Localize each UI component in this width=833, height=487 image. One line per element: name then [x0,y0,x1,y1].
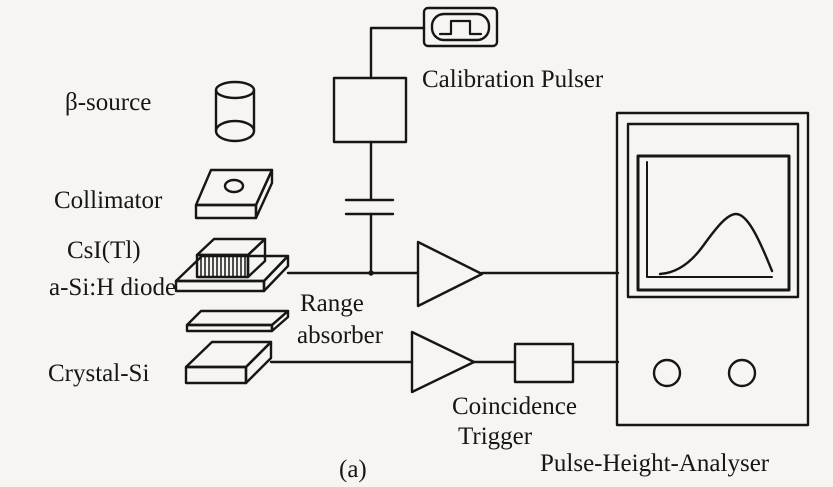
range-label: Range [300,290,364,317]
collimator-block [194,168,274,220]
lower-amplifier-icon [410,330,476,394]
pulser-generator-icon [422,6,499,48]
collimator-label: Collimator [54,187,163,214]
junction-dot [368,270,374,276]
beta-source-cylinder-icon [214,80,256,143]
coincidence-label: Coincidence [452,393,577,420]
upper-amplifier-icon [416,240,484,308]
trigger-label: Trigger [458,423,533,450]
capacitor-icon [344,198,395,216]
beta-source-label: β-source [65,89,152,116]
figure-label: (a) [339,456,367,483]
pulse-height-analyser-label: Pulse-Height-Analyser [540,450,770,477]
absorber-label: absorber [297,322,384,349]
range-absorber-plate [185,309,290,333]
crystal-si-detector [184,340,273,385]
asih-diode-label: a-Si:H diode [49,274,177,301]
generator-wire [369,26,426,80]
calibration-pulser-box [332,76,408,144]
csi-diode-stack [174,237,290,293]
coincidence-trigger-box [513,342,575,384]
crystal-si-label: Crystal-Si [48,360,150,387]
pulse-height-analyser [615,111,810,427]
calibration-pulser-label: Calibration Pulser [422,66,604,93]
csi-label: CsI(Tl) [67,237,141,264]
